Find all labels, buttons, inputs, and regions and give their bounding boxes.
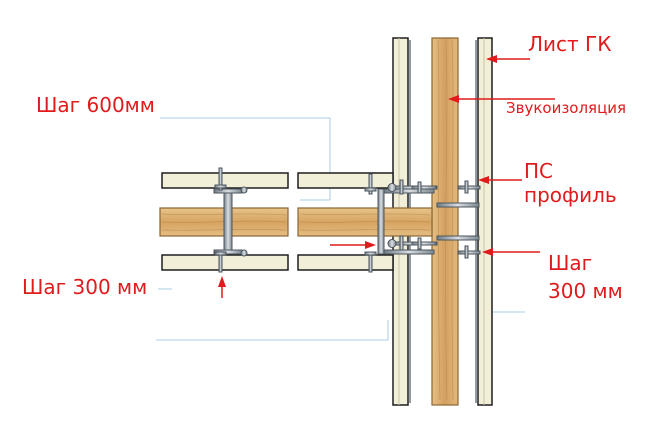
label-step-right-line1: Шаг [548, 251, 592, 275]
horizontal-wall-profile [213, 167, 248, 273]
screw [457, 180, 481, 194]
bottom-board-left [161, 254, 289, 271]
label-step-300-left: Шаг 300 мм [22, 275, 147, 299]
annotations [218, 55, 555, 298]
label-profile-line2: профиль [524, 183, 617, 207]
labels: Лист ГК Звукоизоляция ПС профиль Шаг 300… [22, 32, 626, 303]
screw [411, 237, 437, 250]
label-step-600: Шаг 600мм [36, 93, 155, 117]
top-board-right [297, 172, 394, 189]
insulation-core [431, 37, 459, 406]
label-step-right-line2: 300 мм [548, 279, 623, 303]
screw [411, 181, 437, 194]
label-insulation: Звукоизоляция [506, 99, 626, 117]
fastener-screws [387, 179, 481, 259]
bottom-board-right [297, 254, 394, 271]
horizontal-insulation-right [297, 207, 433, 237]
label-sheet: Лист ГК [528, 32, 611, 56]
right-gypsum-board [477, 37, 493, 406]
junction-profile [364, 173, 435, 273]
screw [457, 245, 481, 259]
label-profile-line1: ПС [524, 159, 553, 183]
